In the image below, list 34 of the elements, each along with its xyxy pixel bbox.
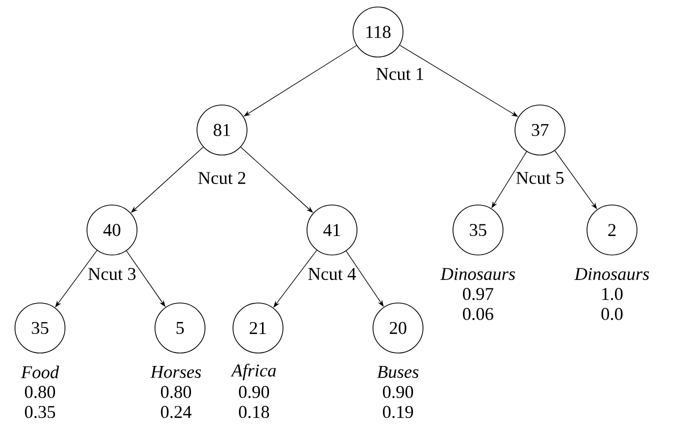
category-label: Horses	[150, 366, 201, 378]
tree-node: 40	[86, 204, 138, 256]
category-label: Food	[20, 366, 60, 378]
tree-node: 2	[586, 204, 638, 256]
cut-label: Ncut 5	[514, 171, 566, 185]
cut-label: Ncut 1	[374, 66, 426, 82]
tree-node: 35	[452, 204, 504, 256]
category-label: Dinosaurs	[574, 268, 649, 280]
cut-label: Ncut 3	[86, 266, 138, 282]
tree-node: 20	[372, 302, 424, 354]
score-label: 0.19	[382, 406, 414, 418]
tree-node: 118	[352, 6, 404, 58]
cut-label: Ncut 2	[196, 170, 248, 186]
tree-node: 37	[514, 104, 566, 156]
score-label: 0.97	[462, 288, 494, 300]
score-label: 0.18	[238, 406, 270, 418]
score-label: 0.35	[24, 406, 56, 418]
category-label: Africa	[230, 364, 276, 380]
score-label: 0.24	[160, 406, 192, 418]
score-label: 1.0	[602, 288, 623, 300]
tree-node: 5	[154, 302, 206, 354]
category-label: Buses	[377, 366, 418, 378]
score-label: 0.90	[382, 386, 414, 398]
score-label: 0.06	[462, 308, 494, 320]
tree-node: 35	[14, 302, 66, 354]
tree-node: 81	[196, 104, 248, 156]
score-label: 0.80	[24, 386, 56, 398]
score-label: 0.0	[601, 308, 623, 320]
score-label: 0.80	[160, 386, 192, 398]
score-label: 0.90	[238, 386, 270, 398]
tree-node: 21	[232, 302, 284, 354]
category-label: Dinosaurs	[440, 268, 515, 280]
cut-label: Ncut 4	[306, 267, 358, 282]
tree-node: 41	[306, 204, 358, 256]
